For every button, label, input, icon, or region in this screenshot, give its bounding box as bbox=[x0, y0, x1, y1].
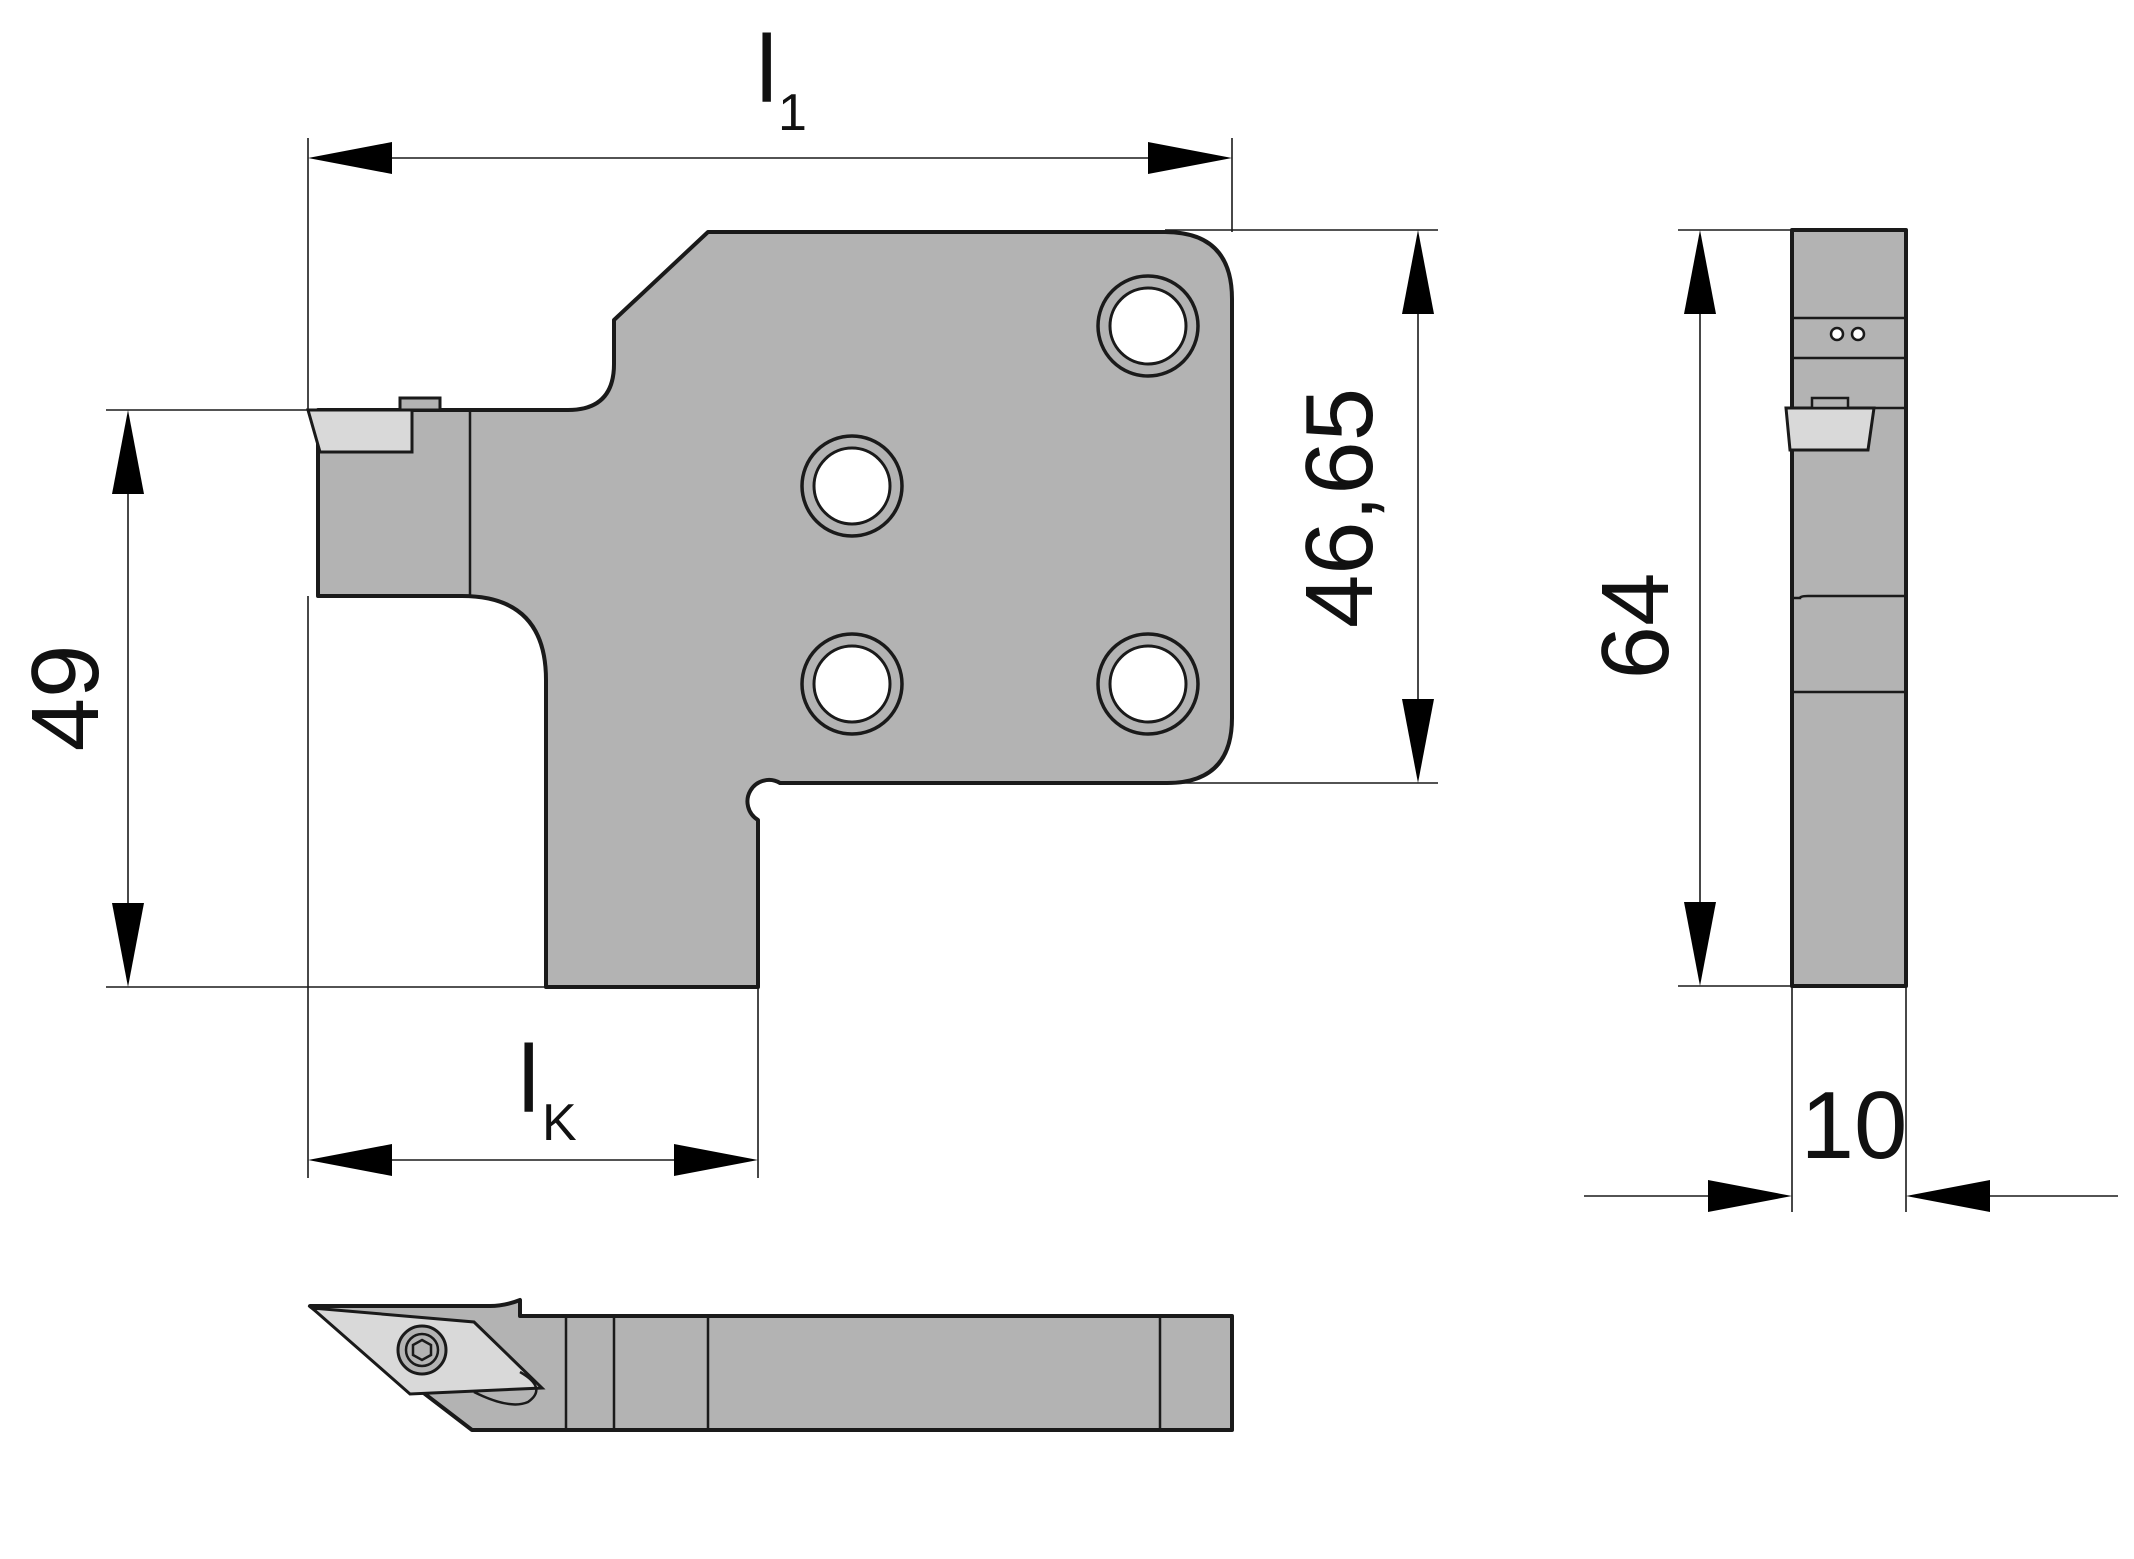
insert-clamp bbox=[398, 396, 442, 412]
pin-dot bbox=[1829, 326, 1845, 342]
mounting-hole bbox=[800, 434, 904, 538]
mounting-hole bbox=[1096, 632, 1200, 736]
dimension-label-lk: l bbox=[518, 1026, 539, 1133]
arrowhead bbox=[1906, 1180, 1990, 1212]
front-view-body bbox=[316, 230, 1234, 989]
dimension-label-10: 10 bbox=[1801, 1072, 1908, 1179]
side-view-body bbox=[1790, 228, 1908, 988]
arrowhead bbox=[112, 903, 144, 987]
dimension-4665: 46,65 bbox=[1165, 229, 1438, 784]
dimension-subscript-lk: K bbox=[542, 1094, 577, 1152]
dimension-subscript-l1: 1 bbox=[778, 84, 807, 142]
top-view-body bbox=[308, 1298, 1234, 1432]
arrowhead bbox=[308, 1144, 392, 1176]
front-view bbox=[306, 230, 1234, 989]
insert-screw-icon bbox=[396, 1324, 448, 1376]
dimension-l1: l 1 bbox=[307, 16, 1233, 410]
dimension-label-49: 49 bbox=[12, 645, 119, 752]
dimension-49: 49 bbox=[12, 409, 546, 988]
arrowhead bbox=[1708, 1180, 1792, 1212]
arrowhead bbox=[1402, 230, 1434, 314]
side-view-insert bbox=[1784, 406, 1876, 452]
arrowhead bbox=[674, 1144, 758, 1176]
mounting-hole bbox=[800, 632, 904, 736]
dimension-lk: l K bbox=[307, 596, 759, 1178]
dimension-10: 10 bbox=[1584, 986, 2118, 1212]
dimension-label-64: 64 bbox=[1582, 573, 1689, 680]
arrowhead bbox=[1148, 142, 1232, 174]
arrowhead bbox=[1684, 230, 1716, 314]
arrowhead bbox=[1402, 699, 1434, 783]
side-view bbox=[1784, 228, 1908, 988]
dimension-label-l1: l bbox=[756, 16, 777, 123]
side-view-clamp bbox=[1810, 396, 1850, 410]
arrowhead bbox=[1684, 902, 1716, 986]
arrowhead bbox=[308, 142, 392, 174]
top-view bbox=[307, 1298, 1234, 1432]
arrowhead bbox=[112, 410, 144, 494]
dimension-label-4665: 46,65 bbox=[1286, 388, 1393, 628]
mounting-hole bbox=[1096, 274, 1200, 378]
cutting-insert bbox=[306, 408, 414, 454]
dimension-64: 64 bbox=[1582, 229, 1792, 987]
pin-dot bbox=[1850, 326, 1866, 342]
